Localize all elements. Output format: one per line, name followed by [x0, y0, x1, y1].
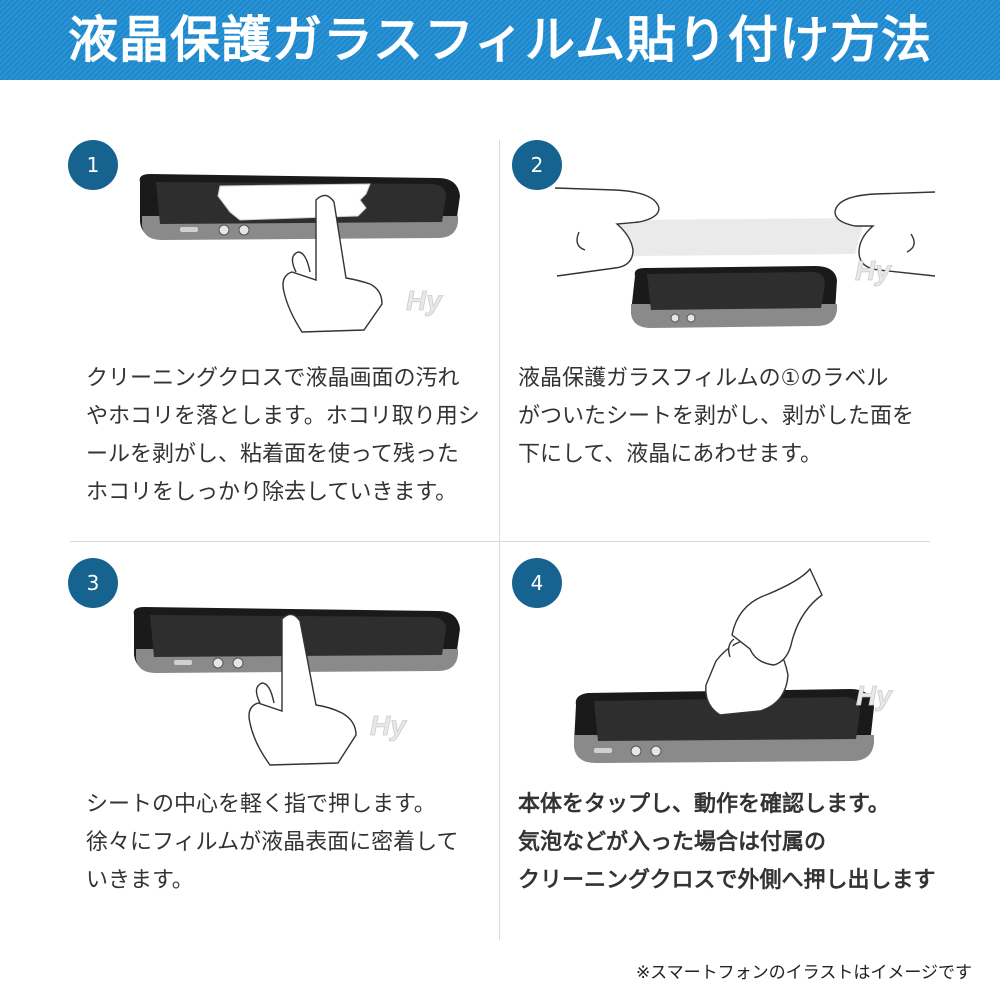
footnote: ※スマートフォンのイラストはイメージです: [635, 963, 972, 983]
header-banner: 液晶保護ガラスフィルム貼り付け方法: [0, 0, 1000, 80]
step-2-instructions: 液晶保護ガラスフィルムの①のラベル がついたシートを剥がし、剥がした面を 下にし…: [518, 360, 914, 474]
step-4-instructions: 本体をタップし、動作を確認します。 気泡などが入った場合は付属の クリーニングク…: [518, 786, 936, 900]
step-2-number-badge: 2: [512, 140, 562, 190]
page-title: 液晶保護ガラスフィルム貼り付け方法: [68, 11, 932, 69]
phone-icon: [574, 689, 874, 763]
step-2-line-3: 下にして、液晶にあわせます。: [518, 442, 823, 467]
watermark-text: Hy: [406, 285, 443, 316]
step-3-number-badge: 3: [68, 558, 118, 608]
watermark-text: Hy: [855, 255, 892, 286]
step-1-line-3: ールを剥がし、粘着面を使って残った: [86, 442, 459, 467]
vertical-divider: [499, 140, 500, 940]
step-1-line-4: ホコリをしっかり除去していきます。: [86, 480, 458, 505]
step-1-number: 1: [86, 153, 100, 177]
phone-icon: [631, 266, 837, 328]
step-4-number-badge: 4: [512, 558, 562, 608]
step-2-number: 2: [530, 153, 544, 177]
step-1-number-badge: 1: [68, 140, 118, 190]
step-3-line-1: シートの中心を軽く指で押します。: [86, 792, 436, 817]
protective-film-icon: [615, 218, 865, 256]
hand-icon: [282, 194, 383, 333]
step-4-line-3: クリーニングクロスで外側へ押し出します: [518, 868, 936, 893]
step-3-line-2: 徐々にフィルムが液晶表面に密着して: [86, 830, 459, 855]
phone-cleaning-illustration: Hy: [139, 174, 460, 333]
watermark-text: Hy: [370, 710, 407, 741]
step-2-line-2: がついたシートを剥がし、剥がした面を: [518, 404, 915, 429]
step-1-line-2: やホコリを落とします。ホコリ取り用シ: [86, 404, 480, 429]
finger-press-illustration: Hy: [133, 607, 460, 766]
hand-icon: [727, 567, 823, 666]
hand-icon: [248, 613, 357, 766]
step-3-number: 3: [86, 571, 100, 595]
cleaning-cloth-icon: [217, 183, 371, 221]
right-hand-icon: [834, 191, 935, 277]
watermark-text: Hy: [856, 680, 893, 711]
step-3-line-3: いきます。: [86, 868, 194, 893]
step-4-line-1: 本体をタップし、動作を確認します。: [518, 792, 890, 817]
bubble-removal-illustration: Hy: [574, 567, 894, 763]
horizontal-divider: [70, 541, 930, 542]
step-2-line-1: 液晶保護ガラスフィルムの①のラベル: [518, 366, 889, 391]
step-1-line-1: クリーニングクロスで液晶画面の汚れ: [86, 366, 460, 391]
step-3-instructions: シートの中心を軽く指で押します。 徐々にフィルムが液晶表面に密着して いきます。: [86, 786, 458, 900]
step-1-instructions: クリーニングクロスで液晶画面の汚れ やホコリを落とします。ホコリ取り用シ ールを…: [86, 360, 480, 512]
film-alignment-illustration: Hy: [555, 187, 935, 328]
left-hand-icon: [555, 187, 660, 277]
step-4-line-2: 気泡などが入った場合は付属の: [518, 830, 827, 855]
step-4-number: 4: [530, 571, 544, 595]
